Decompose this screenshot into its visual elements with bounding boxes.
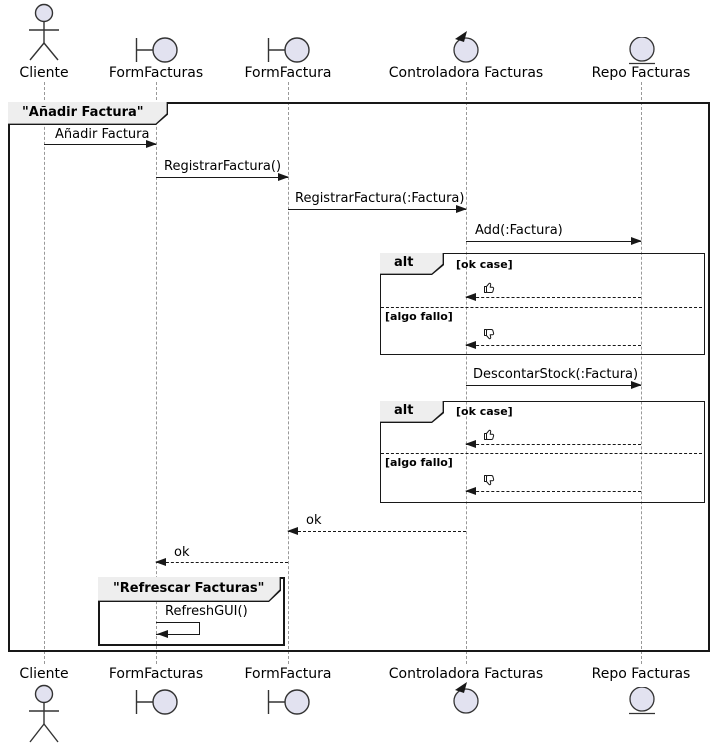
arrow-registrar-factura (156, 172, 289, 181)
lifeline-controladora (466, 82, 467, 664)
message-descontar-stock: DescontarStock(:Factura) (473, 367, 639, 382)
return-arrow-ok-formfacturas (155, 557, 288, 566)
control-icon (452, 680, 482, 714)
participant-label-formfacturas-bottom: FormFacturas (108, 666, 204, 682)
participant-label-cliente-bottom: Cliente (19, 666, 69, 682)
arrow-anadir-factura (44, 139, 157, 148)
alt-frame-1-keyword: alt (394, 255, 414, 270)
self-arrow-head (157, 629, 168, 638)
frame-refrescar-facturas-title: "Refrescar Facturas" (113, 581, 265, 596)
message-registrar-factura-param: RegistrarFactura(:Factura) (295, 191, 465, 206)
boundary-icon (266, 36, 312, 64)
return-arrow-fail-1 (465, 340, 641, 349)
boundary-icon (134, 36, 180, 64)
thumbs-down-icon (483, 474, 497, 488)
return-arrow-ok-1 (465, 292, 641, 301)
lifeline-formfactura (288, 82, 289, 664)
participant-label-formfacturas: FormFacturas (108, 65, 204, 81)
message-anadir-factura: Añadir Factura (55, 127, 150, 142)
participant-label-formfactura-bottom: FormFactura (244, 666, 332, 682)
message-add-factura: Add(:Factura) (475, 223, 563, 238)
message-refresh-gui: RefreshGUI() (165, 604, 248, 619)
return-arrow-ok-formfactura (287, 526, 466, 535)
participant-label-controladora-bottom: Controladora Facturas (388, 666, 544, 682)
message-ok-to-formfacturas: ok (174, 545, 190, 560)
entity-icon (627, 37, 657, 67)
message-ok-to-formfactura: ok (306, 513, 322, 528)
participant-label-formfactura: FormFactura (244, 65, 332, 81)
participant-label-cliente: Cliente (19, 65, 69, 81)
frame-refrescar-facturas-tab: "Refrescar Facturas" (98, 577, 281, 602)
alt-frame-1 (380, 253, 705, 355)
frame-anadir-factura-title: "Añadir Factura" (22, 105, 144, 120)
frame-anadir-factura-tab: "Añadir Factura" (8, 102, 168, 125)
frame-anadir-factura (8, 102, 710, 652)
alt-frame-2-guard-ok: [ok case] (456, 405, 513, 418)
alt-frame-1-tab: alt (380, 253, 444, 275)
actor-icon (26, 3, 62, 65)
alt-frame-2-guard-fail: [algo fallo] (385, 456, 453, 469)
arrow-descontar-stock (466, 380, 642, 389)
control-icon (452, 29, 482, 63)
alt-frame-2-tab: alt (380, 401, 444, 423)
alt-frame-1-guard-ok: [ok case] (456, 258, 513, 271)
return-arrow-fail-2 (465, 486, 641, 495)
arrow-registrar-factura-param (288, 204, 467, 213)
boundary-icon (134, 688, 180, 716)
participant-label-controladora: Controladora Facturas (388, 65, 544, 81)
thumbs-down-icon (483, 328, 497, 342)
alt-frame-1-divider (381, 307, 702, 308)
arrow-add-factura (466, 236, 642, 245)
participant-label-repo: Repo Facturas (591, 65, 691, 81)
boundary-icon (266, 688, 312, 716)
self-arrow-refresh-gui (156, 622, 200, 635)
lifeline-formfacturas (156, 82, 157, 664)
thumbs-up-icon (483, 280, 497, 294)
entity-icon (627, 687, 657, 717)
alt-frame-1-guard-fail: [algo fallo] (385, 310, 453, 323)
message-registrar-factura: RegistrarFactura() (164, 159, 282, 174)
participant-label-repo-bottom: Repo Facturas (591, 666, 691, 682)
thumbs-up-icon (483, 427, 497, 441)
alt-frame-2-keyword: alt (394, 403, 414, 418)
actor-icon (26, 684, 62, 748)
lifeline-cliente (44, 82, 45, 664)
return-arrow-ok-2 (465, 439, 641, 448)
alt-frame-2-divider (381, 453, 702, 454)
alt-frame-2 (380, 401, 705, 503)
lifeline-repo (641, 82, 642, 664)
